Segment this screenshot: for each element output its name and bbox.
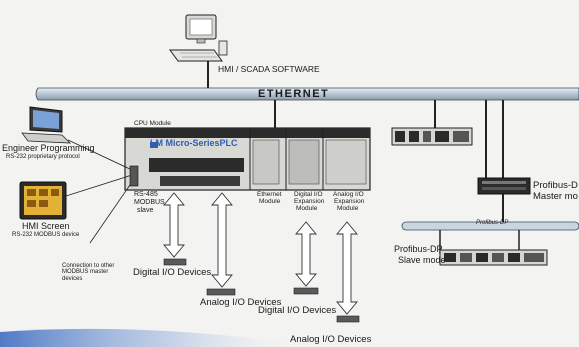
digital-expansion-label: Digital I/O xyxy=(294,191,323,198)
profibus-slave-label-2: Slave mode xyxy=(398,255,446,265)
ethernet-device-module xyxy=(391,127,473,146)
ethernet-label: ETHERNET xyxy=(258,88,330,100)
hmi-scada-label: HMI / SCADA SOFTWARE xyxy=(218,64,320,74)
digital-io-devices-label-1: Digital I/O Devices xyxy=(133,267,212,278)
profibus-master-module xyxy=(477,177,531,195)
double-arrow-analog-2 xyxy=(336,221,358,315)
ethernet-module-label-2: Module xyxy=(259,198,281,205)
ethernet-bus xyxy=(35,87,579,101)
slave-label: slave xyxy=(137,207,154,214)
analog-io-devices-label-2: Analog I/O Devices xyxy=(290,334,372,345)
digital-expansion-label-2: Expansion xyxy=(294,198,325,205)
profibus-master-label: Profibus-D xyxy=(533,180,578,191)
double-arrow-analog-1 xyxy=(211,192,233,288)
digital-io-devices-label-2: Digital I/O Devices xyxy=(258,305,337,316)
engineer-programming-label: Engineer Programming xyxy=(2,143,95,153)
double-arrow-digital-1 xyxy=(163,192,185,258)
hmi-screen-icon xyxy=(19,181,67,220)
ethernet-module-label: Ethernet xyxy=(257,191,282,198)
io-device-terminals xyxy=(163,258,360,323)
profibus-slave-module xyxy=(439,249,548,266)
analog-expansion-label: Analog I/O xyxy=(333,191,364,198)
rs485-label: RS-485 xyxy=(134,191,158,198)
modbus-label: MODBUS xyxy=(134,199,165,206)
analog-expansion-label-2: Expansion xyxy=(334,198,365,205)
profibus-slave-label: Profibus-DP xyxy=(394,244,443,254)
decorative-sweep xyxy=(0,328,300,347)
double-arrow-digital-2 xyxy=(295,221,317,287)
cpu-module-label: CPU Module xyxy=(134,120,171,127)
digital-expansion-label-3: Module xyxy=(296,205,318,212)
laptop-icon xyxy=(21,106,72,144)
plc-rack xyxy=(124,127,371,191)
profibus-bus xyxy=(401,221,579,231)
profibus-master-label-2: Master mo xyxy=(533,191,578,202)
scada-computer-icon xyxy=(169,14,228,62)
hmi-screen-label: HMI Screen xyxy=(22,221,70,231)
engineer-programming-sublabel: RS-232 proprietary protocol xyxy=(6,154,80,160)
connection-other-label: Connection to other MODBUS master device… xyxy=(62,263,115,282)
hmi-screen-sublabel: RS-232 MODBUS device xyxy=(12,232,80,238)
plc-name-label: LM Micro-SeriesPLC xyxy=(150,138,238,148)
analog-expansion-label-3: Module xyxy=(337,205,359,212)
analog-io-devices-label-1: Analog I/O Devices xyxy=(200,297,282,308)
profibus-bus-label: Profibus-DP xyxy=(476,220,509,226)
